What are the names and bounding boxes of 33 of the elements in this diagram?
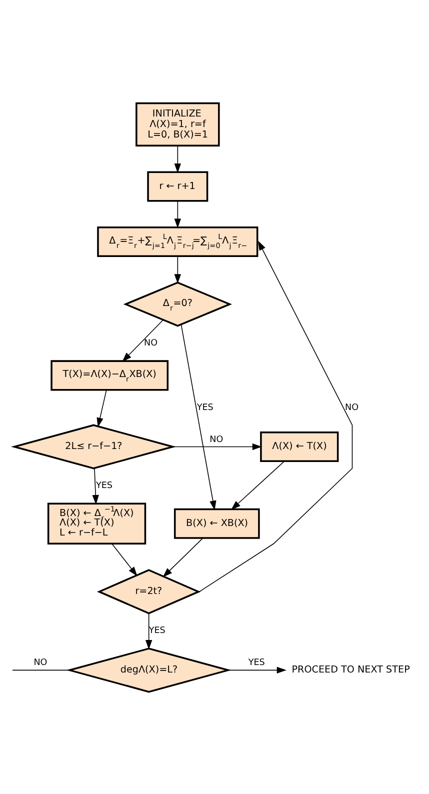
node-box: r ← r+1: [147, 170, 208, 202]
arrow: [145, 612, 152, 650]
arrow: [122, 319, 164, 362]
arrow: [174, 200, 182, 228]
arrow: [228, 666, 286, 674]
arrow: [162, 537, 204, 577]
node-diamond: Δ$_{r}$=0?: [123, 281, 232, 326]
arrow: [96, 389, 107, 427]
edge-label: YES: [96, 480, 112, 491]
edge-label: NO: [210, 434, 224, 444]
arrow: [231, 460, 285, 510]
node-text: PROCEED TO NEXT STEP: [292, 664, 410, 676]
node-diamond: 2L≤ r−f−1?: [10, 424, 176, 469]
arrow: [172, 442, 262, 450]
arrow: [111, 542, 138, 576]
connector: [12, 669, 70, 670]
edge-label: NO: [345, 402, 359, 412]
arrow: [174, 255, 182, 284]
node-box: INITIALIZE Λ(X)=1, r=f L=0, B(X)=1: [136, 102, 220, 146]
node-box: T(X)=Λ(X)−Δ$_{r}$XB(X): [50, 360, 169, 390]
arrow: [174, 144, 182, 173]
arrow: [180, 324, 216, 510]
edge-label: YES: [148, 626, 166, 636]
edge-label: NO: [144, 338, 158, 348]
edge-label: YES: [196, 402, 214, 412]
node-box: B(X) ← XB(X): [174, 508, 260, 538]
node-diamond: degΛ(X)=L?: [66, 647, 232, 692]
arrow: [92, 467, 99, 504]
edge-label: NO: [34, 658, 48, 668]
edge-label: YES: [248, 658, 265, 668]
node-box: Λ(X) ← T(X): [260, 430, 339, 462]
arrow: [198, 240, 353, 592]
node-box: Δ$_{r}$=Ξ$_{r}$+∑$_{j=1}$$^{L}$Λ$_{j}$Ξ$_{r−j}$=∑$_{j=0}$$^{L}$Λ$_{j}$Ξ$_{r−}$: [97, 226, 258, 257]
